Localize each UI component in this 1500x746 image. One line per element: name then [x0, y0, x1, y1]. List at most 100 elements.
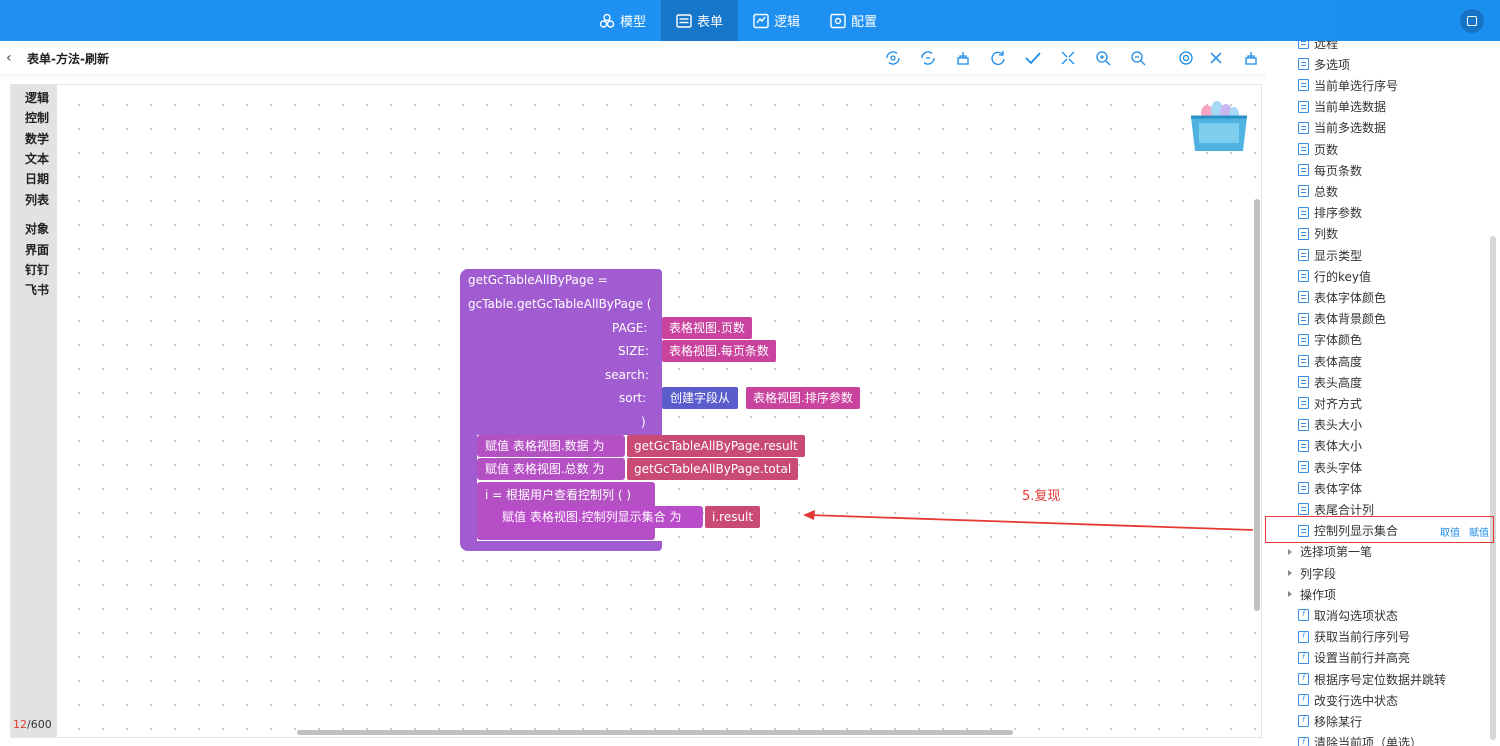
panel-property-item[interactable]: 列数: [1298, 224, 1338, 244]
param-page-value[interactable]: 表格视图.页数: [662, 317, 752, 339]
panel-property-item[interactable]: 当前多选数据: [1298, 118, 1386, 138]
panel-property-item[interactable]: 表体背景颜色: [1298, 309, 1386, 329]
panel-property-item[interactable]: 字体颜色: [1298, 330, 1362, 350]
panel-item-label: 控制列显示集合: [1314, 524, 1399, 539]
category-list[interactable]: 列表: [25, 193, 50, 207]
param-sort-value[interactable]: 表格视图.排序参数: [746, 387, 860, 409]
panel-property-item[interactable]: 当前单选行序号: [1298, 75, 1398, 95]
panel-property-item[interactable]: 表头字体: [1298, 457, 1362, 477]
panel-property-item[interactable]: 排序参数: [1298, 203, 1362, 223]
tab-form[interactable]: 表单: [661, 0, 739, 41]
assign-control-value[interactable]: i.result: [705, 506, 761, 528]
category-object[interactable]: 对象: [25, 222, 50, 236]
save-icon[interactable]: [884, 49, 902, 67]
panel-group-24[interactable]: 选择项第一笔: [1288, 542, 1372, 562]
tab-config[interactable]: 配置: [815, 0, 892, 41]
square-icon: [1467, 16, 1477, 26]
panel-property-item[interactable]: 表体字体: [1298, 478, 1362, 498]
panel-property-item[interactable]: 表体字体颜色: [1298, 287, 1386, 307]
panel-group-26[interactable]: 操作项: [1288, 584, 1336, 604]
panel-property-item[interactable]: 每页条数: [1298, 160, 1362, 180]
tab-model[interactable]: 模型: [584, 0, 661, 41]
fullscreen-button[interactable]: [1460, 9, 1484, 33]
clear-icon[interactable]: [1242, 49, 1260, 67]
category-text[interactable]: 文本: [25, 152, 50, 166]
sort-create-block[interactable]: 创建字段从: [662, 387, 739, 409]
tab-logic[interactable]: 逻辑: [738, 0, 815, 41]
block-counter-total: /600: [27, 718, 52, 731]
collapse-icon[interactable]: [1059, 49, 1077, 67]
tab-logic-label: 逻辑: [774, 15, 801, 30]
category-feishu[interactable]: 飞书: [25, 283, 50, 297]
panel-property-item[interactable]: 表体大小: [1298, 436, 1362, 456]
category-logic[interactable]: 逻辑: [25, 91, 50, 105]
panel-property-item[interactable]: 对齐方式: [1298, 393, 1362, 413]
panel-property-item[interactable]: 控制列显示集合: [1298, 521, 1398, 541]
check-icon[interactable]: [1024, 49, 1042, 67]
close-icon[interactable]: [1207, 49, 1225, 67]
category-ui[interactable]: 界面: [25, 243, 50, 257]
get-value-link[interactable]: 取值: [1440, 528, 1460, 539]
panel-property-item[interactable]: 页数: [1298, 139, 1338, 159]
panel-property-item[interactable]: 远程: [1298, 41, 1338, 53]
assign-data-value[interactable]: getGcTableAllByPage.result: [627, 435, 805, 457]
function-icon: f: [1298, 694, 1309, 707]
zoom-out-icon[interactable]: [1129, 49, 1147, 67]
panel-item-label: 设置当前行并高亮: [1314, 651, 1411, 666]
function-icon: f: [1298, 673, 1309, 685]
document-icon: [1298, 58, 1309, 71]
panel-item-label: 表头高度: [1314, 375, 1363, 390]
assign-total-block[interactable]: 赋值 表格视图.总数 为: [477, 458, 625, 480]
save-as-icon[interactable]: [919, 49, 937, 67]
panel-item-label: 表头大小: [1314, 418, 1363, 433]
panel-item-label: 表头字体: [1314, 460, 1363, 475]
category-control[interactable]: 控制: [25, 111, 50, 125]
panel-property-item[interactable]: 当前单选数据: [1298, 97, 1386, 117]
panel-property-item[interactable]: 表头高度: [1298, 372, 1362, 392]
horizontal-scrollbar[interactable]: [297, 730, 1013, 735]
tab-form-label: 表单: [697, 15, 724, 30]
panel-method-item[interactable]: f 根据序号定位数据并跳转: [1298, 669, 1446, 689]
document-icon: [1298, 333, 1309, 346]
panel-property-item[interactable]: 总数: [1298, 181, 1338, 201]
panel-item-label: 清除当前项（单选）: [1314, 736, 1423, 746]
item-actions: 取值 赋值: [1440, 524, 1489, 539]
loop-label: i = 根据用户查看控制列 ( ): [485, 488, 632, 502]
assign-control-block[interactable]: 赋值 表格视图.控制列显示集合 为: [494, 506, 703, 528]
document-icon: [1298, 355, 1309, 367]
panel-item-label: 当前单选行序号: [1314, 78, 1399, 93]
set-value-link[interactable]: 赋值: [1469, 528, 1489, 539]
assign-total-value[interactable]: getGcTableAllByPage.total: [627, 458, 799, 480]
back-arrow-icon[interactable]: ‹: [6, 50, 12, 66]
function-icon: f: [1298, 609, 1309, 622]
document-icon: [1298, 418, 1309, 431]
category-date[interactable]: 日期: [25, 172, 50, 186]
panel-item-label: 根据序号定位数据并跳转: [1314, 672, 1447, 687]
category-math[interactable]: 数学: [25, 132, 50, 146]
assign-data-block[interactable]: 赋值 表格视图.数据 为: [477, 435, 625, 457]
settings-icon[interactable]: [1177, 49, 1195, 67]
panel-scrollbar[interactable]: [1490, 236, 1496, 740]
refresh-icon[interactable]: [989, 49, 1007, 67]
category-dingtalk[interactable]: 钉钉: [25, 263, 50, 277]
panel-property-item[interactable]: 表头大小: [1298, 415, 1362, 435]
param-size-value[interactable]: 表格视图.每页条数: [662, 340, 776, 362]
panel-group-25[interactable]: 列字段: [1288, 563, 1336, 583]
trash-can-icon[interactable]: [1187, 99, 1251, 153]
caret-right-icon: [1288, 570, 1292, 576]
panel-property-item[interactable]: 行的key值: [1298, 266, 1371, 286]
document-icon: [1298, 41, 1309, 49]
panel-property-item[interactable]: 显示类型: [1298, 245, 1362, 265]
zoom-in-icon[interactable]: [1094, 49, 1112, 67]
panel-property-item[interactable]: 表体高度: [1298, 351, 1362, 371]
clean-icon[interactable]: [954, 49, 972, 67]
vertical-scrollbar[interactable]: [1254, 199, 1260, 611]
panel-property-item[interactable]: 多选项: [1298, 54, 1350, 74]
panel-property-item[interactable]: 表尾合计列: [1298, 499, 1374, 519]
